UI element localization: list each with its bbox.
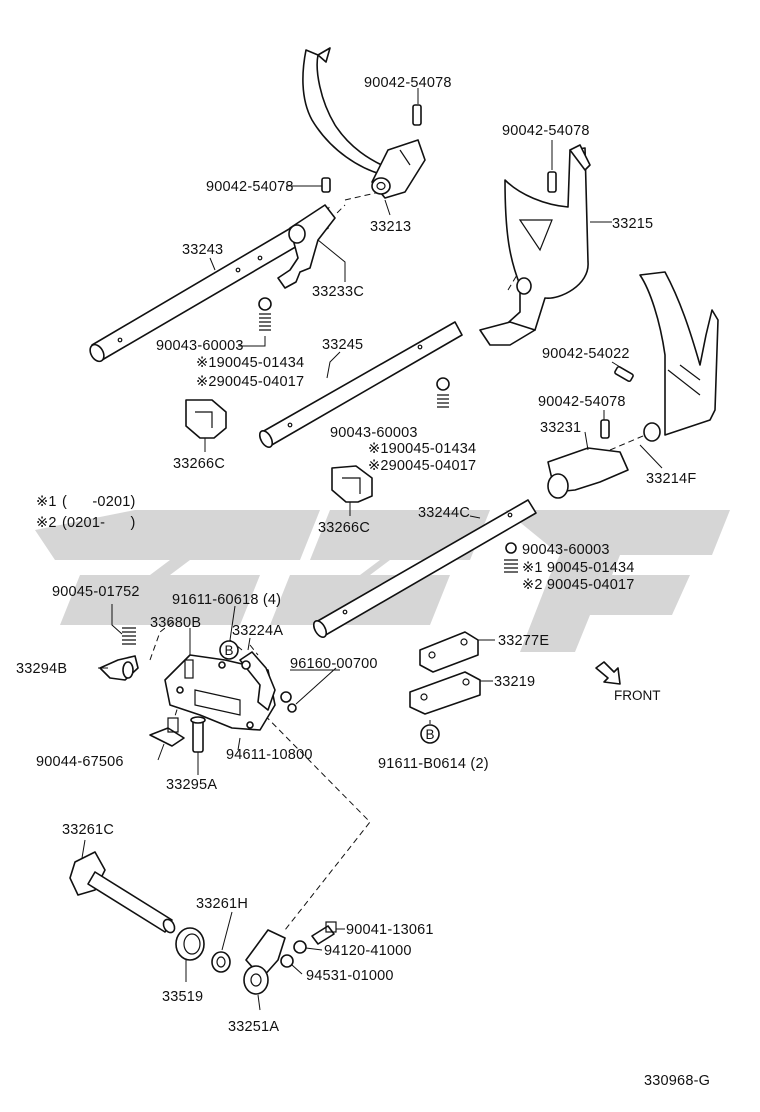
label-33680b: 33680B: [150, 615, 201, 631]
figure-id: 330968-G: [644, 1073, 710, 1089]
marker-b-top: B: [219, 640, 239, 660]
washer-94120-41000: [293, 940, 307, 954]
label-front: FRONT: [614, 688, 661, 703]
label-33295a: 33295A: [166, 777, 217, 793]
shift-rail-33245: [258, 321, 463, 448]
label-33243: 33243: [182, 242, 223, 258]
collar-33261h: [211, 951, 231, 973]
shift-rail-33244c: [312, 499, 537, 638]
nut-94531-01000: [280, 954, 294, 968]
label-33215: 33215: [612, 216, 653, 232]
label-90045-01434-a: ※190045-01434: [196, 355, 304, 371]
label-90042-54078-left: 90042-54078: [206, 179, 294, 195]
svg-text:B: B: [224, 643, 233, 658]
label-33224a: 33224A: [232, 623, 283, 639]
label-90045-01434-c: ※1 90045-01434: [522, 560, 635, 576]
front-arrow-icon: [595, 661, 621, 685]
pin-90042-54078-top: [412, 104, 422, 126]
label-90042-54078-mid: 90042-54078: [502, 123, 590, 139]
label-33277e: 33277E: [498, 633, 549, 649]
lever-33294b: [99, 655, 139, 681]
bolt-90041-13061: [311, 921, 337, 945]
legend-note2-text: (0201- ): [62, 515, 136, 531]
label-33233c: 33233C: [312, 284, 364, 300]
ball-spring-left: [258, 297, 272, 331]
plate-33219: [409, 671, 481, 715]
label-90043-60003-c: 90043-60003: [522, 542, 610, 558]
label-91611-60618: 91611-60618 (4): [172, 592, 281, 608]
bracket-90044-67506: [149, 717, 185, 747]
plate-33277e: [419, 631, 479, 673]
label-94120-41000: 94120-41000: [324, 943, 412, 959]
part-labels: 90042-54078 90042-54078 90042-54078 3321…: [16, 75, 710, 1089]
label-90042-54078-top: 90042-54078: [364, 75, 452, 91]
label-33251a: 33251A: [228, 1019, 279, 1035]
label-90045-04017-a: ※290045-04017: [196, 374, 304, 390]
shift-head-33231: [547, 447, 629, 499]
shift-fork-33214f: [639, 271, 719, 442]
spring-90045-01752: [122, 627, 136, 645]
label-33266c-b: 33266C: [318, 520, 370, 536]
washer-96160: [280, 691, 297, 713]
label-33261h: 33261H: [196, 896, 248, 912]
label-90043-60003-b: 90043-60003: [330, 425, 418, 441]
label-33213: 33213: [370, 219, 411, 235]
label-33245: 33245: [322, 337, 363, 353]
label-94531-01000: 94531-01000: [306, 968, 394, 984]
label-90042-54078-right: 90042-54078: [538, 394, 626, 410]
label-33266c-a: 33266C: [173, 456, 225, 472]
label-33219: 33219: [494, 674, 535, 690]
label-33261c: 33261C: [62, 822, 114, 838]
pin-90042-54078-mid: [547, 171, 557, 193]
shift-head-33233c: [277, 177, 336, 289]
legend-note2-prefix: ※2: [36, 515, 57, 531]
label-96160-00700: 96160-00700: [290, 656, 378, 672]
label-33244c: 33244C: [418, 505, 470, 521]
bolt-33295a: [190, 716, 206, 753]
shift-fork-33213: [302, 47, 426, 199]
interlock-33266c-b: [331, 465, 373, 503]
lever-33251a: [243, 929, 286, 995]
label-90045-01434-b: ※190045-01434: [368, 441, 476, 457]
label-90044-67506: 90044-67506: [36, 754, 124, 770]
pin-90042-54022: [614, 365, 634, 383]
lever-33224a: [239, 651, 276, 711]
label-33231: 33231: [540, 420, 581, 436]
svg-text:B: B: [425, 727, 434, 742]
shaft-33261c: [69, 851, 176, 934]
legend-note1-text: ( -0201): [62, 494, 136, 510]
label-94611-10800: 94611-10800: [226, 747, 313, 763]
label-91611-b0614: 91611-B0614 (2): [378, 756, 489, 772]
ball-spring-mid: [436, 377, 450, 408]
leader-lines: [81, 88, 663, 1011]
label-33214f: 33214F: [646, 471, 696, 487]
label-90045-04017-c: ※2 90045-04017: [522, 577, 635, 593]
bushing-33519: [175, 927, 205, 961]
watermark-logo: [35, 510, 730, 652]
interlock-33266c-a: [185, 399, 227, 439]
label-33294b: 33294B: [16, 661, 67, 677]
label-90045-04017-b: ※290045-04017: [368, 458, 476, 474]
housing-33680b: [164, 654, 276, 731]
label-33519: 33519: [162, 989, 203, 1005]
label-90042-54022: 90042-54022: [542, 346, 630, 362]
pin-90042-54078-right: [600, 419, 610, 439]
label-90045-01752: 90045-01752: [52, 584, 140, 600]
label-90041-13061: 90041-13061: [346, 922, 434, 938]
shift-fork-33215: [479, 144, 591, 346]
ball-spring-right: [504, 542, 518, 573]
marker-b-bottom: B: [420, 724, 440, 744]
label-90043-60003-a: 90043-60003: [156, 338, 244, 354]
legend-note1-prefix: ※1: [36, 494, 57, 510]
